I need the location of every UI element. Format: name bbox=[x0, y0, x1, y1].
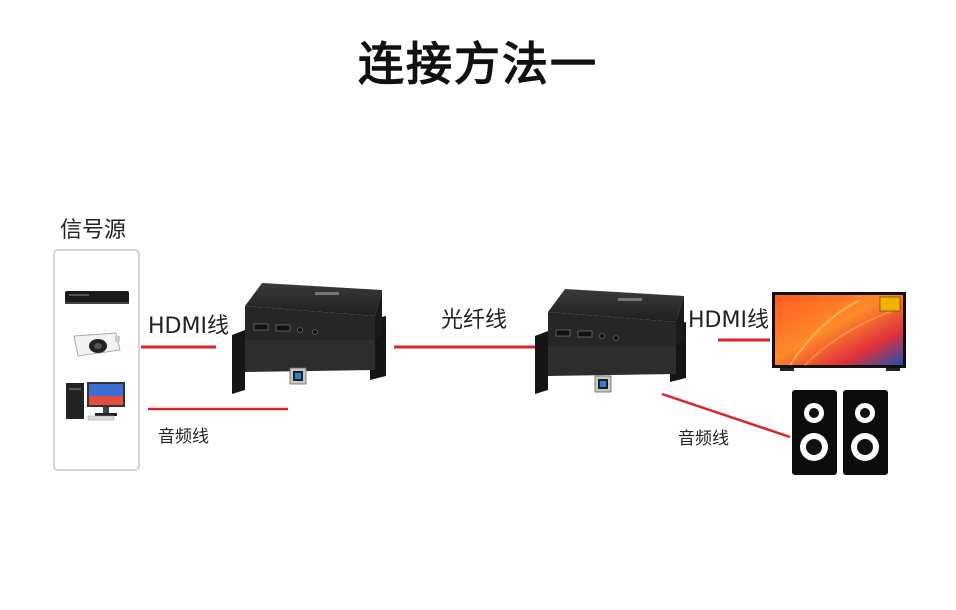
audio-cable-label-right: 音频线 bbox=[678, 429, 729, 449]
audio-cable-label-left: 音频线 bbox=[158, 427, 209, 447]
hdmi-cable-label-left: HDMI线 bbox=[148, 314, 229, 339]
speaker-icon bbox=[792, 390, 888, 475]
page-title: 连接方法一 bbox=[358, 37, 598, 91]
fiber-cable-label: 光纤线 bbox=[441, 308, 508, 333]
source-panel bbox=[53, 249, 140, 471]
tv-icon bbox=[772, 292, 906, 371]
camera-icon bbox=[73, 332, 121, 357]
transmitter-icon bbox=[232, 283, 386, 394]
cables bbox=[141, 338, 791, 439]
hdmi-cable-label-right: HDMI线 bbox=[688, 308, 769, 333]
receiver-icon bbox=[535, 289, 686, 394]
dvd-player-icon bbox=[65, 291, 129, 304]
computer-icon bbox=[66, 382, 125, 421]
audio-cable-right bbox=[661, 392, 791, 439]
source-label: 信号源 bbox=[60, 218, 127, 243]
